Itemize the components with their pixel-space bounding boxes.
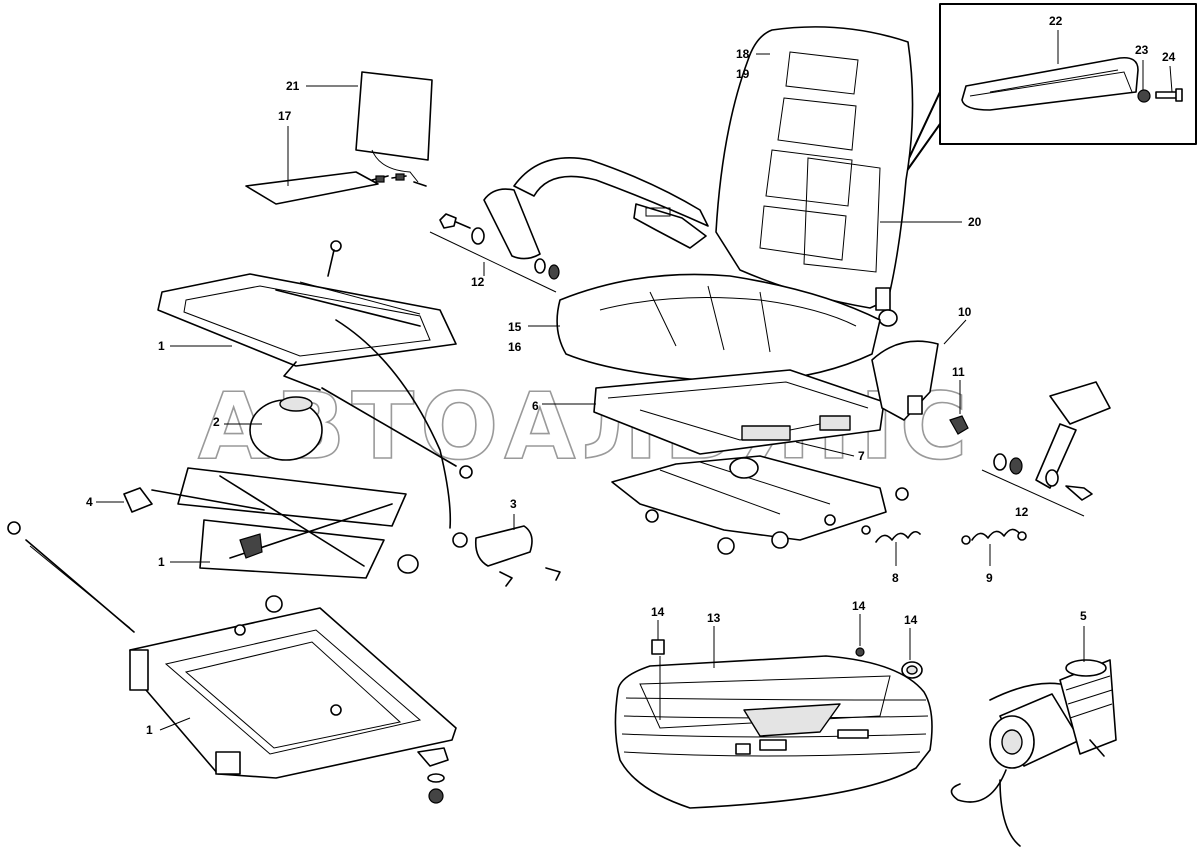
spring-8 [861,525,921,543]
callout-12-lower: 12 [1015,505,1029,519]
shock-absorber [452,525,561,587]
slide-mechanism [611,455,909,555]
callout-3: 3 [510,497,517,511]
base-frame [129,607,457,804]
callout-14-left: 14 [651,605,665,619]
callout-12-upper: 12 [471,275,485,289]
callout-1-top: 1 [158,339,165,353]
callout-20: 20 [968,215,982,229]
callout-22: 22 [1049,14,1063,28]
clip-parts [651,639,923,679]
suspension-rod [321,319,473,529]
callout-9: 9 [986,571,993,585]
backrest-panel-part [355,71,433,183]
callouts: 21 17 18 19 22 23 24 20 12 15 16 1 10 11… [86,14,1176,737]
small-bracket-part [123,487,265,513]
callout-14-right: 14 [904,613,918,627]
callout-4: 4 [86,495,93,509]
callout-14-mid: 14 [852,599,866,613]
callout-13: 13 [707,611,721,625]
compressor [950,659,1117,847]
seat-frame [593,340,939,455]
suspension-top-frame [157,240,457,391]
bolt-set-lower [949,415,1093,517]
belt-buckle-right [1035,381,1111,489]
scissor-mechanism [177,467,419,613]
callout-21: 21 [286,79,300,93]
spring-9 [961,528,1027,545]
callout-11: 11 [952,365,965,379]
seat-belt-strap [483,157,709,260]
callout-16: 16 [508,340,522,354]
callout-23: 23 [1135,43,1149,57]
callout-1-mid: 1 [158,555,165,569]
long-rod-left [7,521,135,633]
callout-5: 5 [1080,609,1087,623]
seat-backrest [715,26,914,327]
callout-7: 7 [858,449,865,463]
callout-6: 6 [532,399,539,413]
armrest-detail-inset [895,3,1197,187]
callout-8: 8 [892,571,899,585]
callout-18: 18 [736,47,750,61]
callout-1-bottom: 1 [146,723,153,737]
callout-10: 10 [958,305,972,319]
callout-19: 19 [736,67,750,81]
callout-2: 2 [213,415,220,429]
bellows-cover [614,655,933,809]
callout-15: 15 [508,320,522,334]
seat-cushion [556,273,881,383]
cushion-pad-part [245,171,427,205]
callout-17: 17 [278,109,292,123]
bolt-set-upper [429,213,560,293]
air-spring [249,396,323,461]
callout-24: 24 [1162,50,1176,64]
